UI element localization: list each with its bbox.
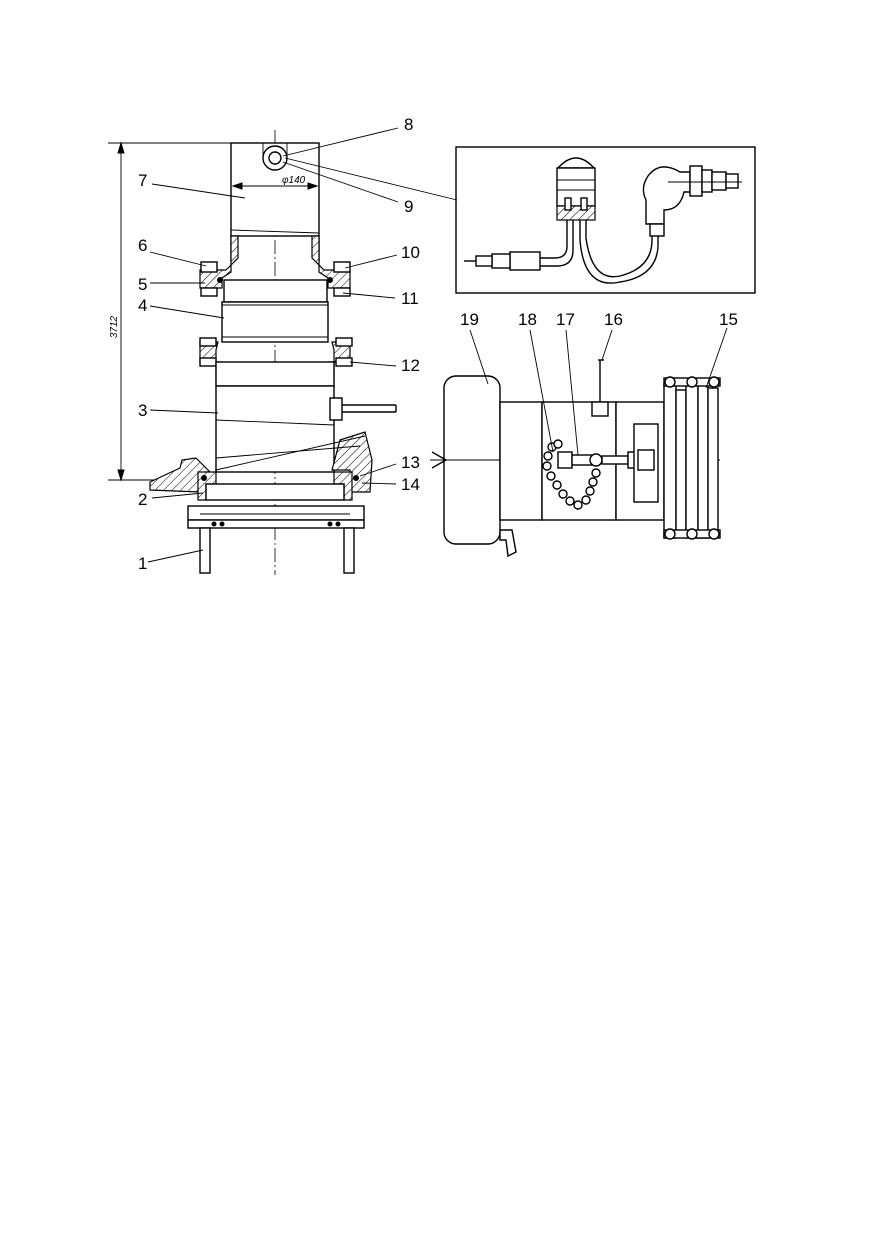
valve-body: [557, 451, 573, 469]
inset-elbow: [642, 166, 691, 225]
column-assembly: 3712 φ140: [108, 130, 397, 575]
middle-section-upper: [223, 279, 328, 303]
height-dimension-text: 3712: [109, 315, 120, 338]
floor-plate-right: [331, 431, 373, 493]
top-tube: [230, 142, 320, 237]
end-flange-1: [663, 383, 677, 539]
callout-4: 4: [138, 296, 147, 315]
end-flange-2: [675, 389, 687, 533]
callout-7: 7: [138, 171, 147, 190]
callout-labels: 1 2 3 4 5 6 7 8 9 10 11 12 13 14 15 16 1…: [138, 115, 738, 573]
inset-left-connector: [509, 251, 541, 271]
leg-right: [343, 527, 355, 574]
callout-17: 17: [556, 310, 575, 329]
bolt-left-middle: [199, 337, 217, 347]
inset-cylinder: [556, 167, 596, 207]
lower-tube: [215, 361, 335, 387]
upper-flange-right: [311, 235, 351, 289]
leader-lines-left: [147, 127, 458, 563]
bolt-right-middle: [335, 337, 353, 347]
inset-cap: [556, 157, 596, 169]
callout-2: 2: [138, 490, 147, 509]
callout-16: 16: [604, 310, 623, 329]
callout-5: 5: [138, 275, 147, 294]
diameter-dimension-text: φ140: [282, 175, 306, 186]
top-view-assembly: [430, 359, 721, 558]
bolt-left-upper: [200, 261, 218, 273]
callout-3: 3: [138, 401, 147, 420]
callout-12: 12: [401, 356, 420, 375]
end-flange-4: [697, 383, 709, 539]
middle-section: [221, 301, 329, 343]
leader-lines-right: [469, 327, 728, 456]
tag-plate: [591, 401, 609, 417]
diameter-dimension: φ140: [231, 175, 319, 190]
callout-9: 9: [404, 197, 413, 216]
inset-frame: [455, 146, 756, 294]
base-frame: [187, 505, 365, 521]
upper-flange-left: [199, 235, 239, 289]
callout-8: 8: [404, 115, 413, 134]
callout-18: 18: [518, 310, 537, 329]
callout-11: 11: [401, 289, 419, 308]
callout-19: 19: [460, 310, 479, 329]
side-handle-base: [329, 397, 343, 421]
callout-15: 15: [719, 310, 738, 329]
height-dimension: 3712: [108, 141, 232, 482]
callout-6: 6: [138, 236, 147, 255]
callout-10: 10: [401, 243, 420, 262]
end-flange-3: [685, 383, 699, 539]
callout-13: 13: [401, 453, 420, 472]
inset-right-fitting: [689, 165, 703, 197]
callout-14: 14: [401, 475, 420, 494]
callout-1: 1: [138, 554, 147, 573]
valve-knob: [589, 453, 603, 467]
tube-segment-1: [499, 401, 543, 521]
sampling-tube-inset: [455, 146, 756, 294]
